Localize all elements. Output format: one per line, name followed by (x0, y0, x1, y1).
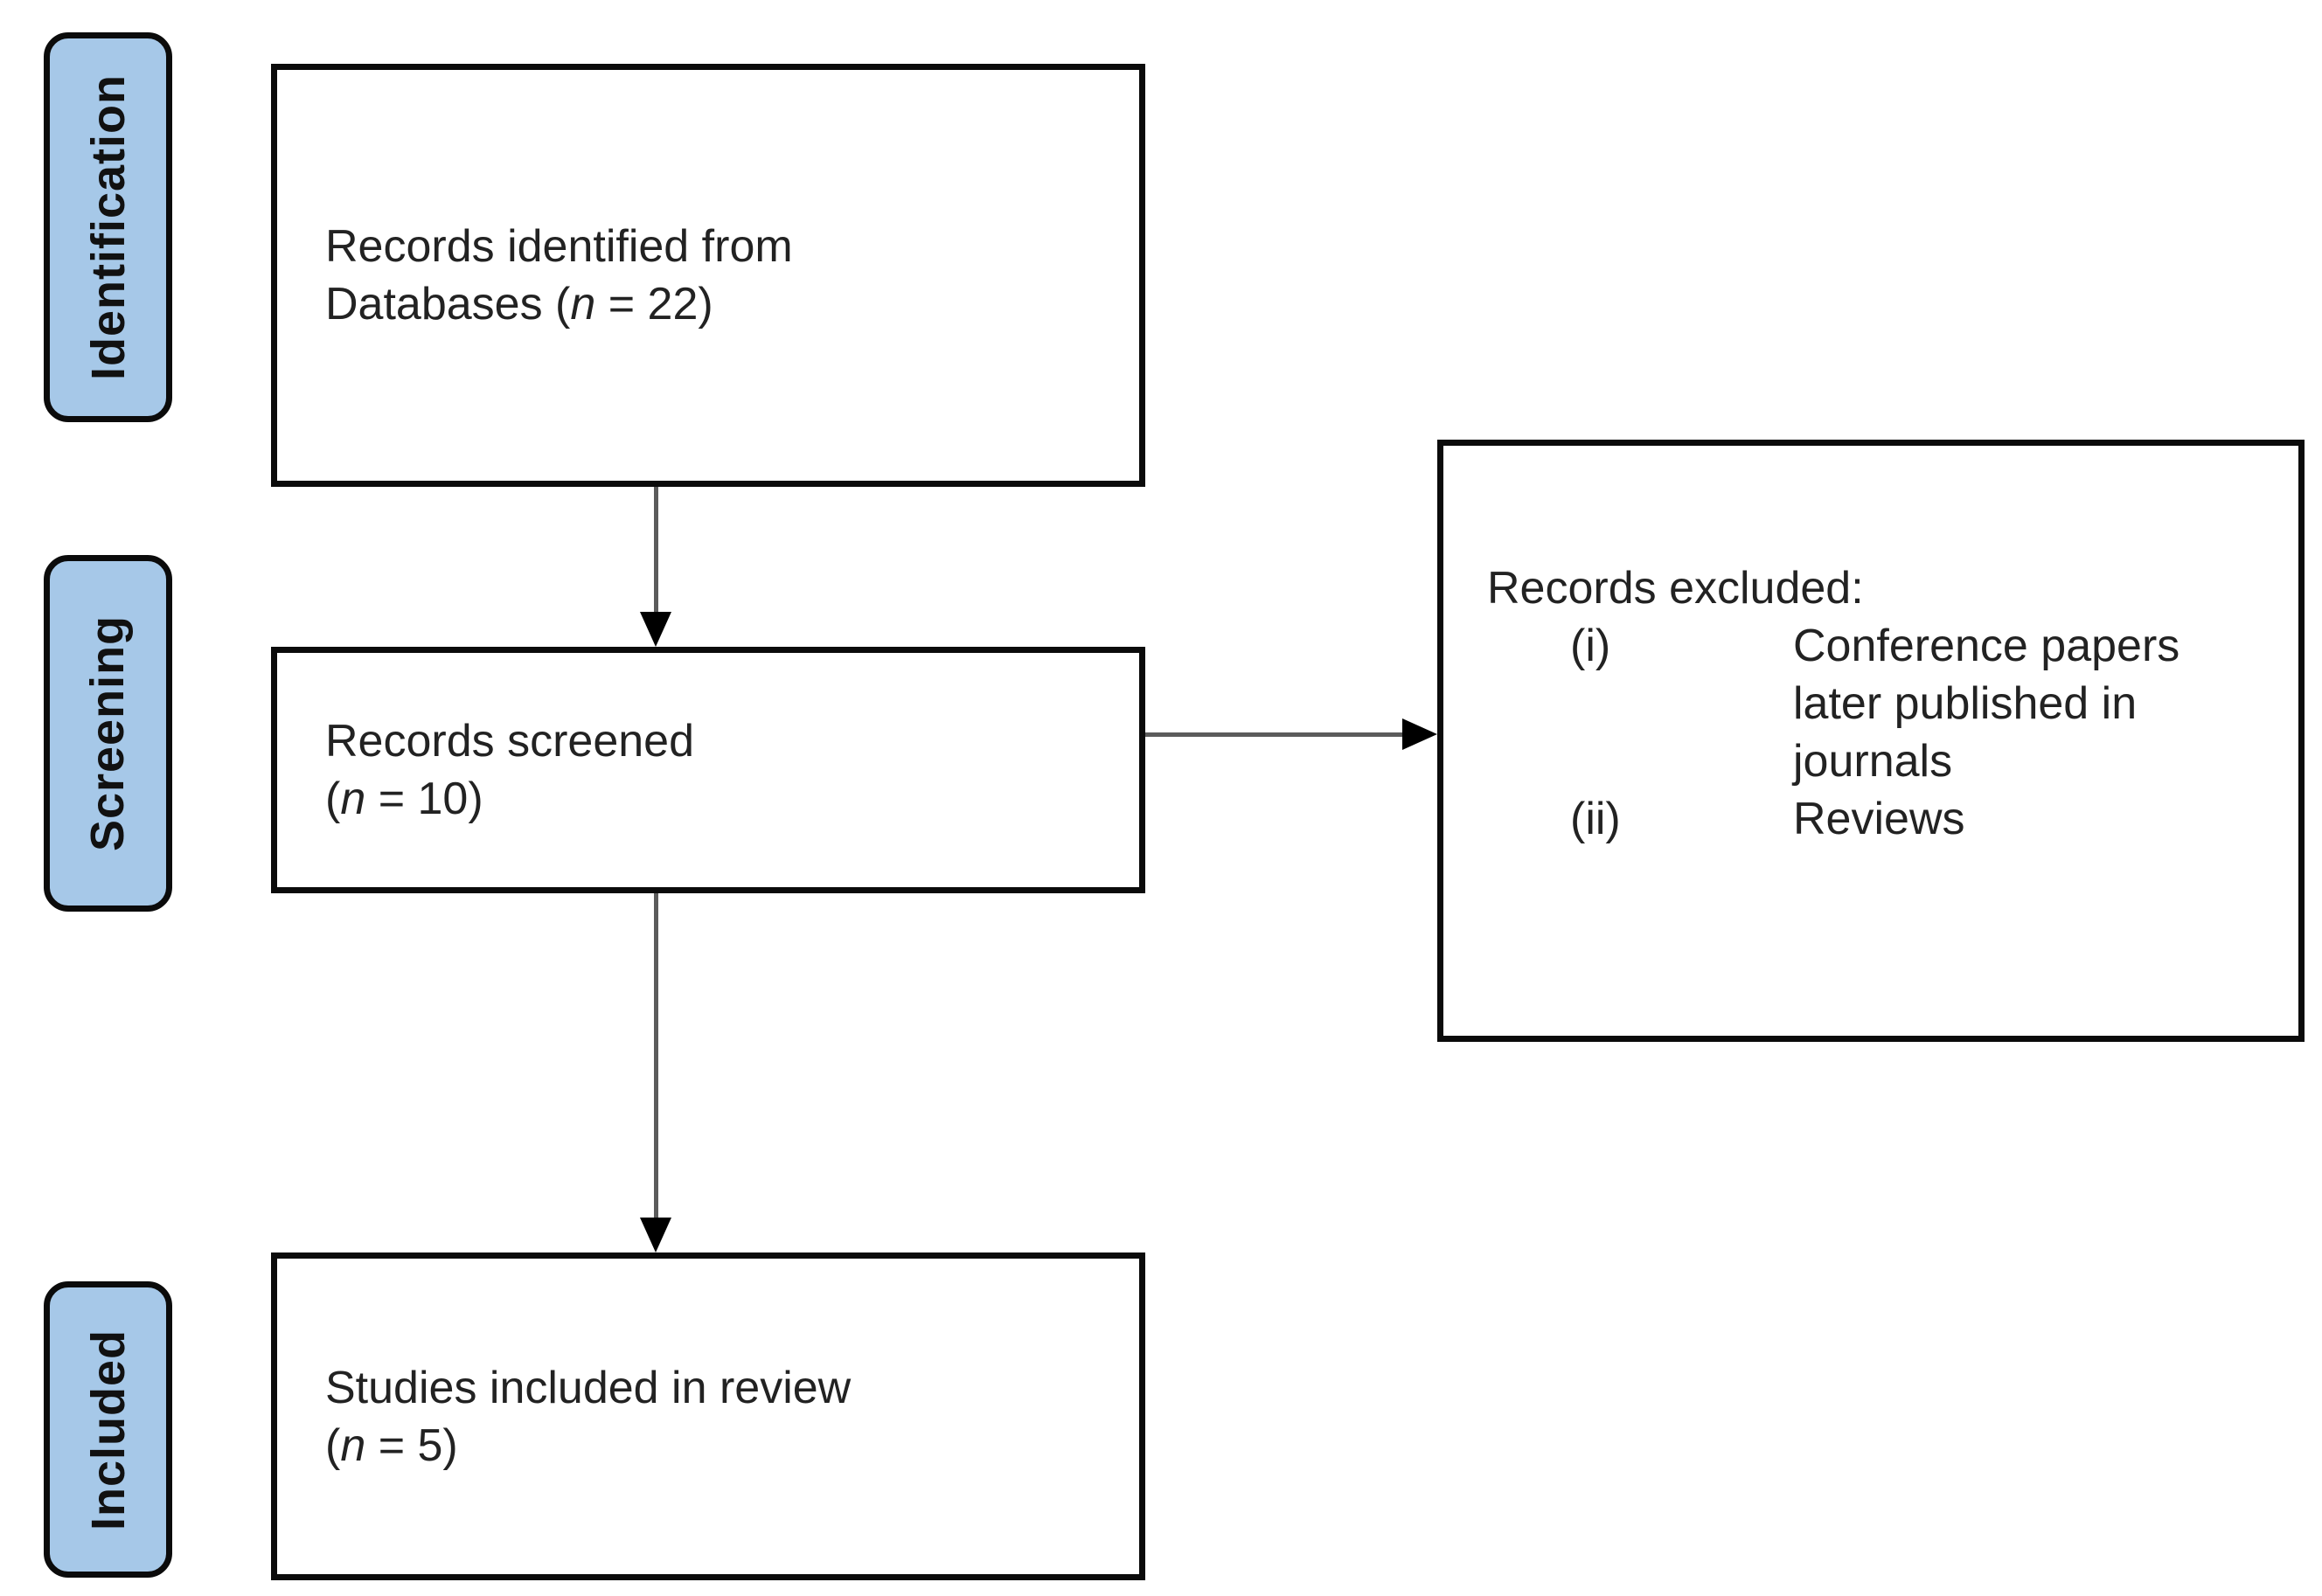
records-excluded-title: Records excluded: (1487, 563, 1864, 614)
studies-included-stat-line: (n = 5) (325, 1417, 1104, 1475)
records-identified-line1: Records identified from (325, 221, 793, 272)
arrow-screened-to-excluded (1145, 718, 1437, 750)
stat-prefix: ( (325, 774, 341, 824)
arrow-shaft (654, 487, 658, 614)
arrow-shaft (1145, 732, 1404, 737)
arrow-down-head-icon (640, 1218, 671, 1253)
stage-label-included: Included (44, 1281, 172, 1578)
stat-variable: n (340, 774, 366, 824)
studies-included-line1: Studies included in review (325, 1362, 852, 1413)
excluded-item-1: (i) Conference papers later published in… (1487, 617, 2263, 790)
studies-included-box: Studies included in review (n = 5) (271, 1253, 1145, 1580)
records-screened-box: Records screened (n = 10) (271, 647, 1145, 893)
excluded-item-1-text: Conference papers later published in jou… (1793, 621, 2180, 787)
stat-prefix: Databases ( (325, 279, 571, 330)
stat-prefix: ( (325, 1419, 341, 1471)
records-excluded-box: Records excluded: (i) Conference papers … (1437, 440, 2305, 1042)
stage-label-identification-text: Identification (81, 74, 135, 380)
arrow-identified-to-screened (640, 487, 671, 647)
arrow-right-head-icon (1402, 718, 1437, 750)
stat-suffix: = 22) (595, 279, 713, 330)
arrow-down-head-icon (640, 612, 671, 647)
excluded-item-2: (ii) Reviews (1487, 790, 2263, 848)
stage-label-screening: Screening (44, 555, 172, 912)
stat-suffix: = 10) (365, 774, 483, 824)
excluded-item-2-marker: (ii) (1570, 794, 1621, 844)
records-identified-stat-line: Databases (n = 22) (325, 275, 1104, 333)
stage-label-screening-text: Screening (81, 614, 135, 852)
arrow-shaft (654, 893, 658, 1219)
excluded-item-1-marker: (i) (1570, 621, 1611, 671)
records-identified-box: Records identified from Databases (n = 2… (271, 64, 1145, 487)
stage-label-included-text: Included (81, 1329, 135, 1530)
stat-variable: n (340, 1419, 366, 1471)
records-screened-line1: Records screened (325, 716, 694, 767)
arrow-screened-to-included (640, 893, 671, 1253)
records-screened-stat-line: (n = 10) (325, 770, 1104, 828)
stat-suffix: = 5) (365, 1419, 458, 1471)
stage-label-identification: Identification (44, 32, 172, 422)
excluded-item-2-text: Reviews (1793, 794, 1965, 844)
stat-variable: n (570, 279, 596, 330)
